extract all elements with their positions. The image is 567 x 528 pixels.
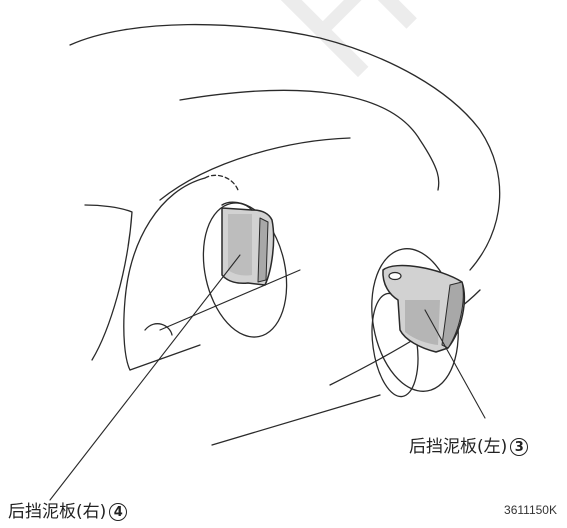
hidden-edge [205, 175, 238, 190]
right-mudguard-label: 后挡泥板(右) [8, 504, 106, 521]
left-mudguard-label: 后挡泥板(左) [409, 439, 507, 456]
part-number-4-badge: 4 [109, 503, 127, 521]
inner-arch-curve [145, 324, 172, 335]
figure-code: 3611150K [504, 503, 557, 517]
rocker-line [212, 395, 380, 445]
callout-right-mudguard: 后挡泥板(右) 4 [8, 503, 127, 521]
callout-left-mudguard: 后挡泥板(左) 3 [409, 438, 528, 456]
left-mudguard-part [383, 266, 464, 352]
part-number-3-badge: 3 [510, 438, 528, 456]
lower-sill [130, 345, 200, 370]
right-mudguard-part [222, 202, 274, 285]
leader-line-right-mudguard [50, 255, 240, 500]
roof-outline [70, 25, 500, 270]
front-door-line [85, 205, 132, 360]
wheel-arch-right [124, 178, 205, 370]
side-panel-edge [160, 138, 350, 200]
